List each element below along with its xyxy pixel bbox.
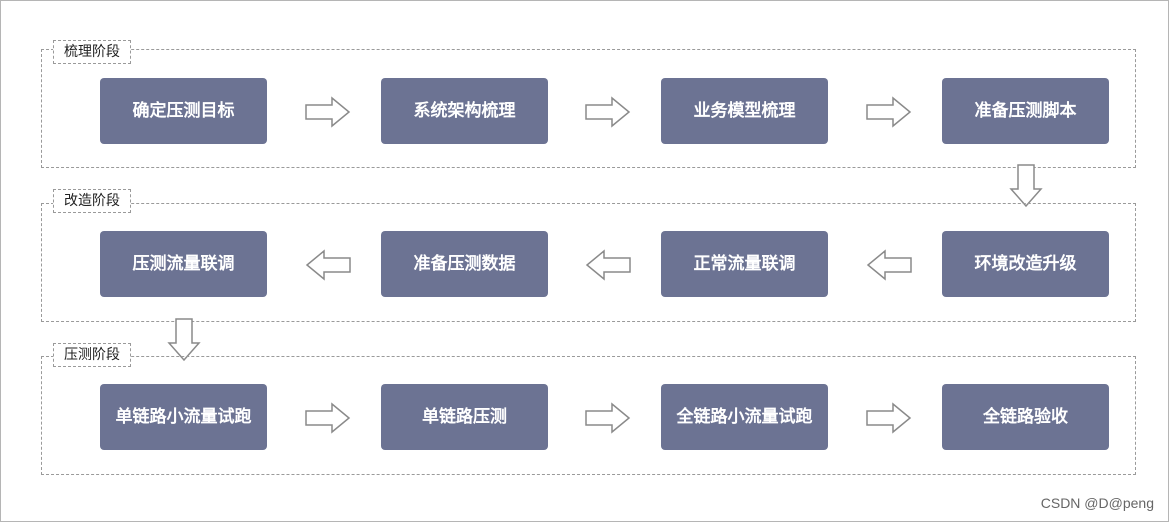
arrow-down-icon bbox=[167, 318, 201, 362]
step-prepare-script: 准备压测脚本 bbox=[942, 78, 1109, 144]
step-loadtest-traffic-joint-debug: 压测流量联调 bbox=[100, 231, 267, 297]
arrow-right-icon bbox=[866, 402, 912, 434]
arrow-right-icon bbox=[305, 96, 351, 128]
arrow-right-icon bbox=[866, 96, 912, 128]
arrow-right-icon bbox=[585, 402, 631, 434]
arrow-down-icon bbox=[1009, 164, 1043, 208]
step-normal-traffic-joint-debug: 正常流量联调 bbox=[661, 231, 828, 297]
stage-box-loadtest bbox=[41, 356, 1136, 475]
step-full-link-acceptance: 全链路验收 bbox=[942, 384, 1109, 450]
stage-label-loadtest: 压测阶段 bbox=[53, 343, 131, 367]
arrow-left-icon bbox=[866, 249, 912, 281]
arrow-left-icon bbox=[305, 249, 351, 281]
watermark: CSDN @D@peng bbox=[1040, 495, 1154, 511]
stage-box-modification bbox=[41, 203, 1136, 322]
step-full-link-small-traffic-trial: 全链路小流量试跑 bbox=[661, 384, 828, 450]
arrow-left-icon bbox=[585, 249, 631, 281]
step-single-link-loadtest: 单链路压测 bbox=[381, 384, 548, 450]
step-single-link-small-traffic-trial: 单链路小流量试跑 bbox=[100, 384, 267, 450]
step-architecture-review: 系统架构梳理 bbox=[381, 78, 548, 144]
stage-box-planning bbox=[41, 49, 1136, 168]
stage-label-planning: 梳理阶段 bbox=[53, 40, 131, 64]
arrow-right-icon bbox=[585, 96, 631, 128]
stage-label-modification: 改造阶段 bbox=[53, 189, 131, 213]
step-prepare-data: 准备压测数据 bbox=[381, 231, 548, 297]
step-define-target: 确定压测目标 bbox=[100, 78, 267, 144]
step-business-model-review: 业务模型梳理 bbox=[661, 78, 828, 144]
arrow-right-icon bbox=[305, 402, 351, 434]
step-environment-upgrade: 环境改造升级 bbox=[942, 231, 1109, 297]
